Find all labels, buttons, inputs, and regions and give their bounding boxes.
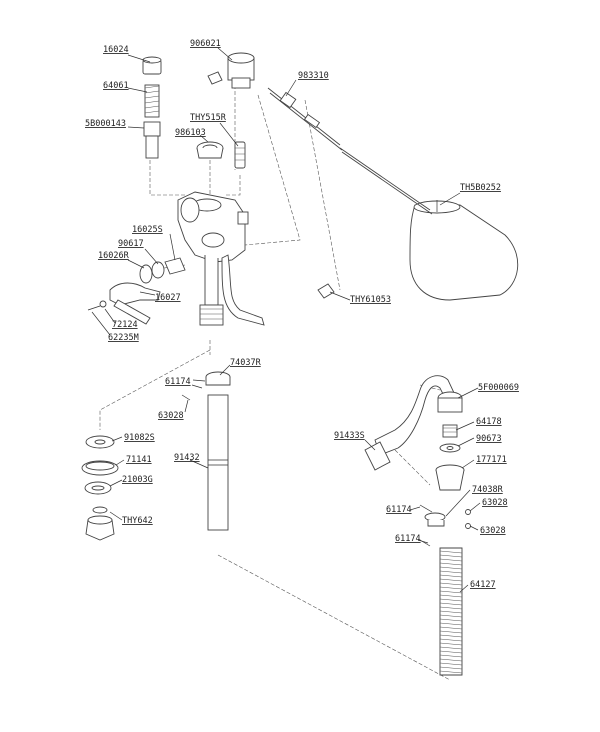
label-16027: 16027 xyxy=(155,293,181,303)
label-61174-a: 61174 xyxy=(165,377,191,387)
label-thy61053: THY61053 xyxy=(350,295,391,305)
label-16024: 16024 xyxy=(103,45,129,55)
label-63028-a: 63028 xyxy=(158,411,184,421)
valve-seat-parts xyxy=(196,141,246,169)
label-63028-b: 63028 xyxy=(482,498,508,508)
clip xyxy=(317,283,335,299)
label-th5b0252: TH5B0252 xyxy=(460,183,501,193)
part-labels: 16024 64061 5B000143 906021 983310 THY51… xyxy=(85,39,519,590)
float-ball xyxy=(409,200,519,301)
corrugated-pipe xyxy=(439,547,463,676)
label-5b000143: 5B000143 xyxy=(85,119,126,129)
lever-parts xyxy=(87,257,186,325)
label-91082s: 91082S xyxy=(124,433,155,443)
label-5f000069: 5F000069 xyxy=(478,383,519,393)
label-71141: 71141 xyxy=(126,455,152,465)
riser-pipe xyxy=(181,371,231,531)
label-61174-c: 61174 xyxy=(395,534,421,544)
label-62235m: 62235M xyxy=(108,333,139,343)
float-arm xyxy=(207,71,433,215)
label-986103: 986103 xyxy=(175,128,206,138)
label-72124: 72124 xyxy=(112,320,138,330)
label-90617: 90617 xyxy=(118,239,144,249)
label-177171: 177171 xyxy=(476,455,507,465)
label-90673: 90673 xyxy=(476,434,502,444)
label-21003g: 21003G xyxy=(122,475,153,485)
label-16026r: 16026R xyxy=(98,251,130,261)
right-parts xyxy=(419,424,471,547)
label-74037r: 74037R xyxy=(230,358,262,368)
label-91433s: 91433S xyxy=(334,431,365,441)
assembly-lines xyxy=(99,85,451,681)
label-61174-b: 61174 xyxy=(386,505,412,515)
valve-cap xyxy=(227,52,255,89)
leader-lines xyxy=(91,47,481,593)
label-906021: 906021 xyxy=(190,39,221,49)
washer-stack xyxy=(81,435,119,541)
label-16025s: 16025S xyxy=(132,225,163,235)
flexible-hose xyxy=(364,375,463,471)
label-983310: 983310 xyxy=(298,71,329,81)
label-91432: 91432 xyxy=(174,453,200,463)
label-thy515r: THY515R xyxy=(190,113,227,123)
label-64178: 64178 xyxy=(476,417,502,427)
label-64127: 64127 xyxy=(470,580,496,590)
label-thy642: THY642 xyxy=(122,516,153,526)
valve-body xyxy=(177,191,265,326)
top-left-parts xyxy=(142,56,162,159)
label-74038r: 74038R xyxy=(472,485,504,495)
label-63028-c: 63028 xyxy=(480,526,506,536)
label-64061: 64061 xyxy=(103,81,129,91)
